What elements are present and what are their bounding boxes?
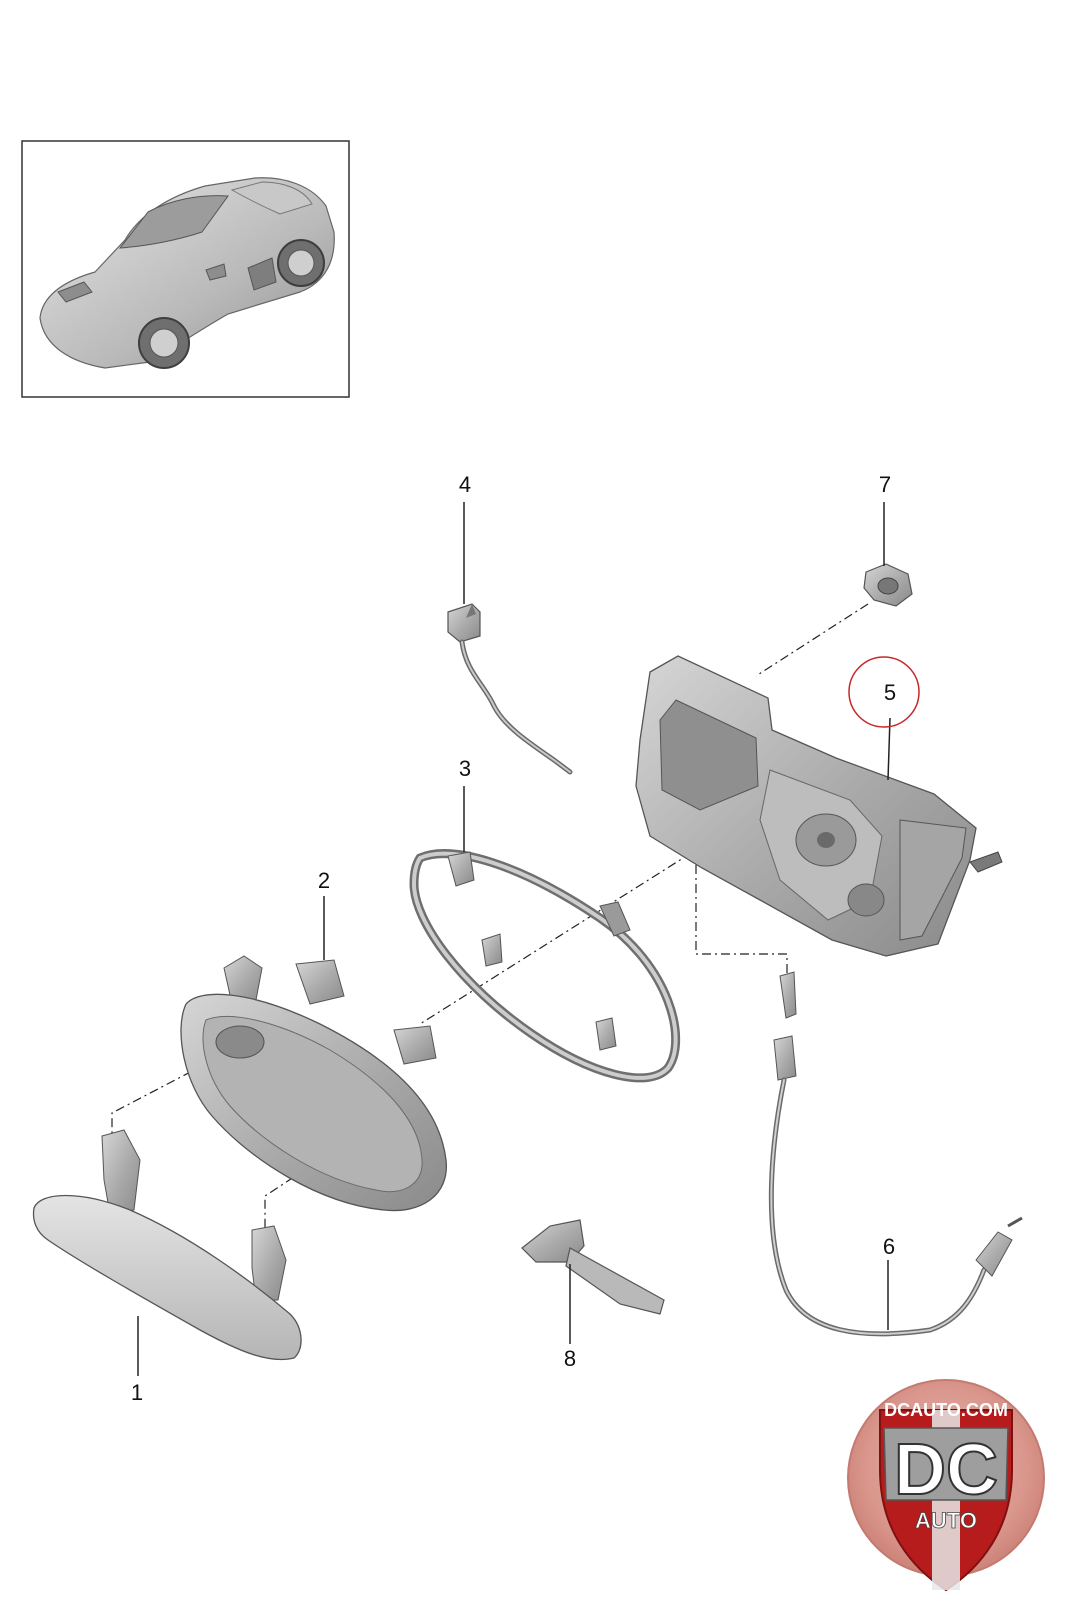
logo-line3: AUTO (915, 1508, 977, 1533)
outer-door-handle-icon (32, 1129, 302, 1361)
part-labels: 1 2 3 4 5 6 7 8 (131, 472, 896, 1405)
part-label-5: 5 (884, 680, 896, 705)
wiring-connector-icon (447, 603, 573, 775)
highlight-circle (848, 656, 920, 728)
car-thumbnail-icon (39, 177, 335, 369)
part-label-1: 1 (131, 1380, 143, 1405)
logo-line2: DC (894, 1430, 998, 1510)
handle-seal-gasket-icon (409, 849, 681, 1083)
grommet-nut-icon (863, 563, 913, 607)
emergency-key-icon (521, 1219, 665, 1315)
logo-line1: DCAUTO.COM (884, 1400, 1008, 1420)
part-label-8: 8 (564, 1346, 576, 1371)
leader-lines (137, 502, 891, 1376)
car-thumbnail (21, 140, 350, 398)
handle-carrier-bracket-icon (635, 655, 1003, 957)
part-label-2: 2 (318, 868, 330, 893)
part-label-3: 3 (459, 756, 471, 781)
dcauto-logo: DCAUTO.COM DC AUTO (847, 1379, 1045, 1592)
part-label-4: 4 (459, 472, 471, 497)
part-label-7: 7 (879, 472, 891, 497)
bowden-cable-icon (768, 971, 1023, 1337)
handle-housing-icon (180, 955, 447, 1212)
part-label-6: 6 (883, 1234, 895, 1259)
